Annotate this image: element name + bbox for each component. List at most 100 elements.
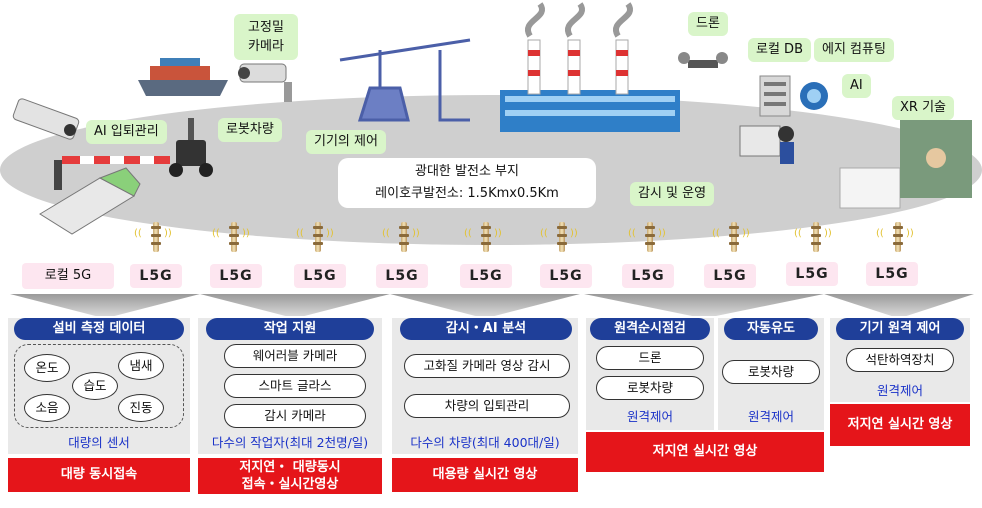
sensor-humidity: 습도 <box>72 372 118 400</box>
xr-scene-icon <box>839 120 972 209</box>
work-item-smart-glasses: 스마트 글라스 <box>224 374 366 398</box>
site-info-box: 광대한 발전소 부지 레이호쿠발전소: 1.5Kmx0.5Km <box>338 158 596 208</box>
antenna-icon <box>312 222 324 252</box>
label-local-db: 로컬 DB <box>748 38 811 63</box>
l5g-label: L5G <box>460 264 512 288</box>
antenna-icon <box>480 222 492 252</box>
signal-wave-icon: )) <box>570 228 578 239</box>
work-item-wearable-camera: 웨어러블 카메라 <box>224 344 366 368</box>
sensor-vibration: 진동 <box>118 394 164 422</box>
monitoring-item-vehicle-access: 차량의 입퇴관리 <box>404 394 570 418</box>
l5g-label: L5G <box>294 264 346 288</box>
site-illustration <box>12 2 972 235</box>
signal-wave-icon: )) <box>412 228 420 239</box>
signal-wave-icon: )) <box>658 228 666 239</box>
antenna-icon <box>728 222 740 252</box>
inspection-item-robot: 로봇차량 <box>596 376 704 400</box>
signal-wave-icon: (( <box>296 228 304 239</box>
signal-wave-icon: )) <box>494 228 502 239</box>
work-title: 작업 지원 <box>206 318 374 340</box>
server-icon <box>759 75 791 117</box>
arrow-sensor <box>10 294 200 316</box>
crane-icon <box>339 38 471 122</box>
signal-wave-icon: (( <box>794 228 802 239</box>
monitoring-title: 감시・AI 분석 <box>400 318 572 340</box>
signal-wave-icon: )) <box>326 228 334 239</box>
truck-icon <box>39 167 141 235</box>
signal-wave-icon: )) <box>242 228 250 239</box>
antenna-icon <box>810 222 822 252</box>
label-drone: 드론 <box>688 12 728 37</box>
robot-vehicle-icon <box>169 118 213 177</box>
sensor-smell: 냄새 <box>118 352 164 380</box>
arrow-work <box>200 294 390 316</box>
ai-head-icon <box>800 82 828 110</box>
drone-icon <box>678 52 728 68</box>
sensor-title: 설비 측정 데이터 <box>14 318 184 340</box>
l5g-label: L5G <box>704 264 756 288</box>
signal-wave-icon: (( <box>134 228 142 239</box>
arrow-monitoring <box>390 294 580 316</box>
signal-wave-icon: (( <box>464 228 472 239</box>
work-requirement-line2: 접속・실시간영상 <box>241 477 339 492</box>
signal-wave-icon: )) <box>164 228 172 239</box>
guidance-item-robot: 로봇차량 <box>722 360 820 384</box>
signal-wave-icon: (( <box>382 228 390 239</box>
panel-monitoring <box>392 318 578 454</box>
label-hd-camera: 고정밀 카메라 <box>234 14 298 60</box>
label-xr: XR 기술 <box>892 96 954 121</box>
antenna-icon <box>556 222 568 252</box>
security-camera-icon <box>12 98 80 140</box>
l5g-label: L5G <box>210 264 262 288</box>
signal-wave-icon: (( <box>628 228 636 239</box>
work-item-surveillance-camera: 감시 카메라 <box>224 404 366 428</box>
site-info-line2: 레이호쿠발전소: 1.5Kmx0.5Km <box>375 186 559 201</box>
signal-wave-icon: (( <box>712 228 720 239</box>
antenna-icon <box>644 222 656 252</box>
site-info-line1: 광대한 발전소 부지 <box>415 164 519 179</box>
sensor-temperature: 온도 <box>24 354 70 382</box>
l5g-label: L5G <box>376 264 428 288</box>
work-note: 다수의 작업자(최대 2천명/일) <box>211 435 369 450</box>
operator-workstation-icon <box>739 125 794 164</box>
label-ai-access: AI 입퇴관리 <box>86 120 167 145</box>
l5g-label: L5G <box>130 264 182 288</box>
l5g-label: L5G <box>866 262 918 286</box>
inspection-guidance-requirement: 저지연 실시간 영상 <box>586 432 824 472</box>
remote-item-coal-unloader: 석탄하역장치 <box>846 348 954 372</box>
antenna-icon <box>398 222 410 252</box>
signal-wave-icon: )) <box>906 228 914 239</box>
l5g-label: L5G <box>622 264 674 288</box>
monitoring-note: 다수의 차량(최대 400대/일) <box>410 435 560 450</box>
monitoring-item-hd-camera: 고화질 카메라 영상 감시 <box>404 354 570 378</box>
l5g-label: L5G <box>786 262 838 286</box>
sensor-note: 대량의 센서 <box>68 435 130 450</box>
signal-wave-icon: )) <box>824 228 832 239</box>
work-requirement: 저지연・ 대량동시 접속・실시간영상 <box>198 458 382 494</box>
remote-title: 기기 원격 제어 <box>836 318 964 340</box>
ship-icon <box>138 58 228 96</box>
signal-wave-icon: )) <box>742 228 750 239</box>
gate-barrier-icon <box>54 156 170 190</box>
label-monitoring: 감시 및 운영 <box>630 182 715 207</box>
local-5g-label: 로컬 5G <box>22 263 114 289</box>
label-robot-vehicle: 로봇차량 <box>218 118 282 143</box>
monitoring-requirement: 대용량 실시간 영상 <box>392 458 578 492</box>
power-plant-icon <box>500 2 680 132</box>
antenna-icon <box>228 222 240 252</box>
inspection-title: 원격순시점검 <box>590 318 710 340</box>
arrow-remote <box>824 294 974 316</box>
remote-note: 원격제어 <box>876 383 923 398</box>
inspection-note: 원격제어 <box>626 409 673 424</box>
remote-requirement: 저지연 실시간 영상 <box>830 404 970 446</box>
sensor-noise: 소음 <box>24 394 70 422</box>
arrow-inspection <box>584 294 824 316</box>
work-requirement-line1: 저지연・ 대량동시 <box>239 460 341 475</box>
cctv-camera-icon <box>238 63 292 102</box>
signal-wave-icon: (( <box>876 228 884 239</box>
signal-wave-icon: (( <box>540 228 548 239</box>
label-equipment-control: 기기의 제어 <box>306 130 386 155</box>
l5g-label: L5G <box>540 264 592 288</box>
label-ai: AI <box>842 74 871 99</box>
inspection-item-drone: 드론 <box>596 346 704 370</box>
